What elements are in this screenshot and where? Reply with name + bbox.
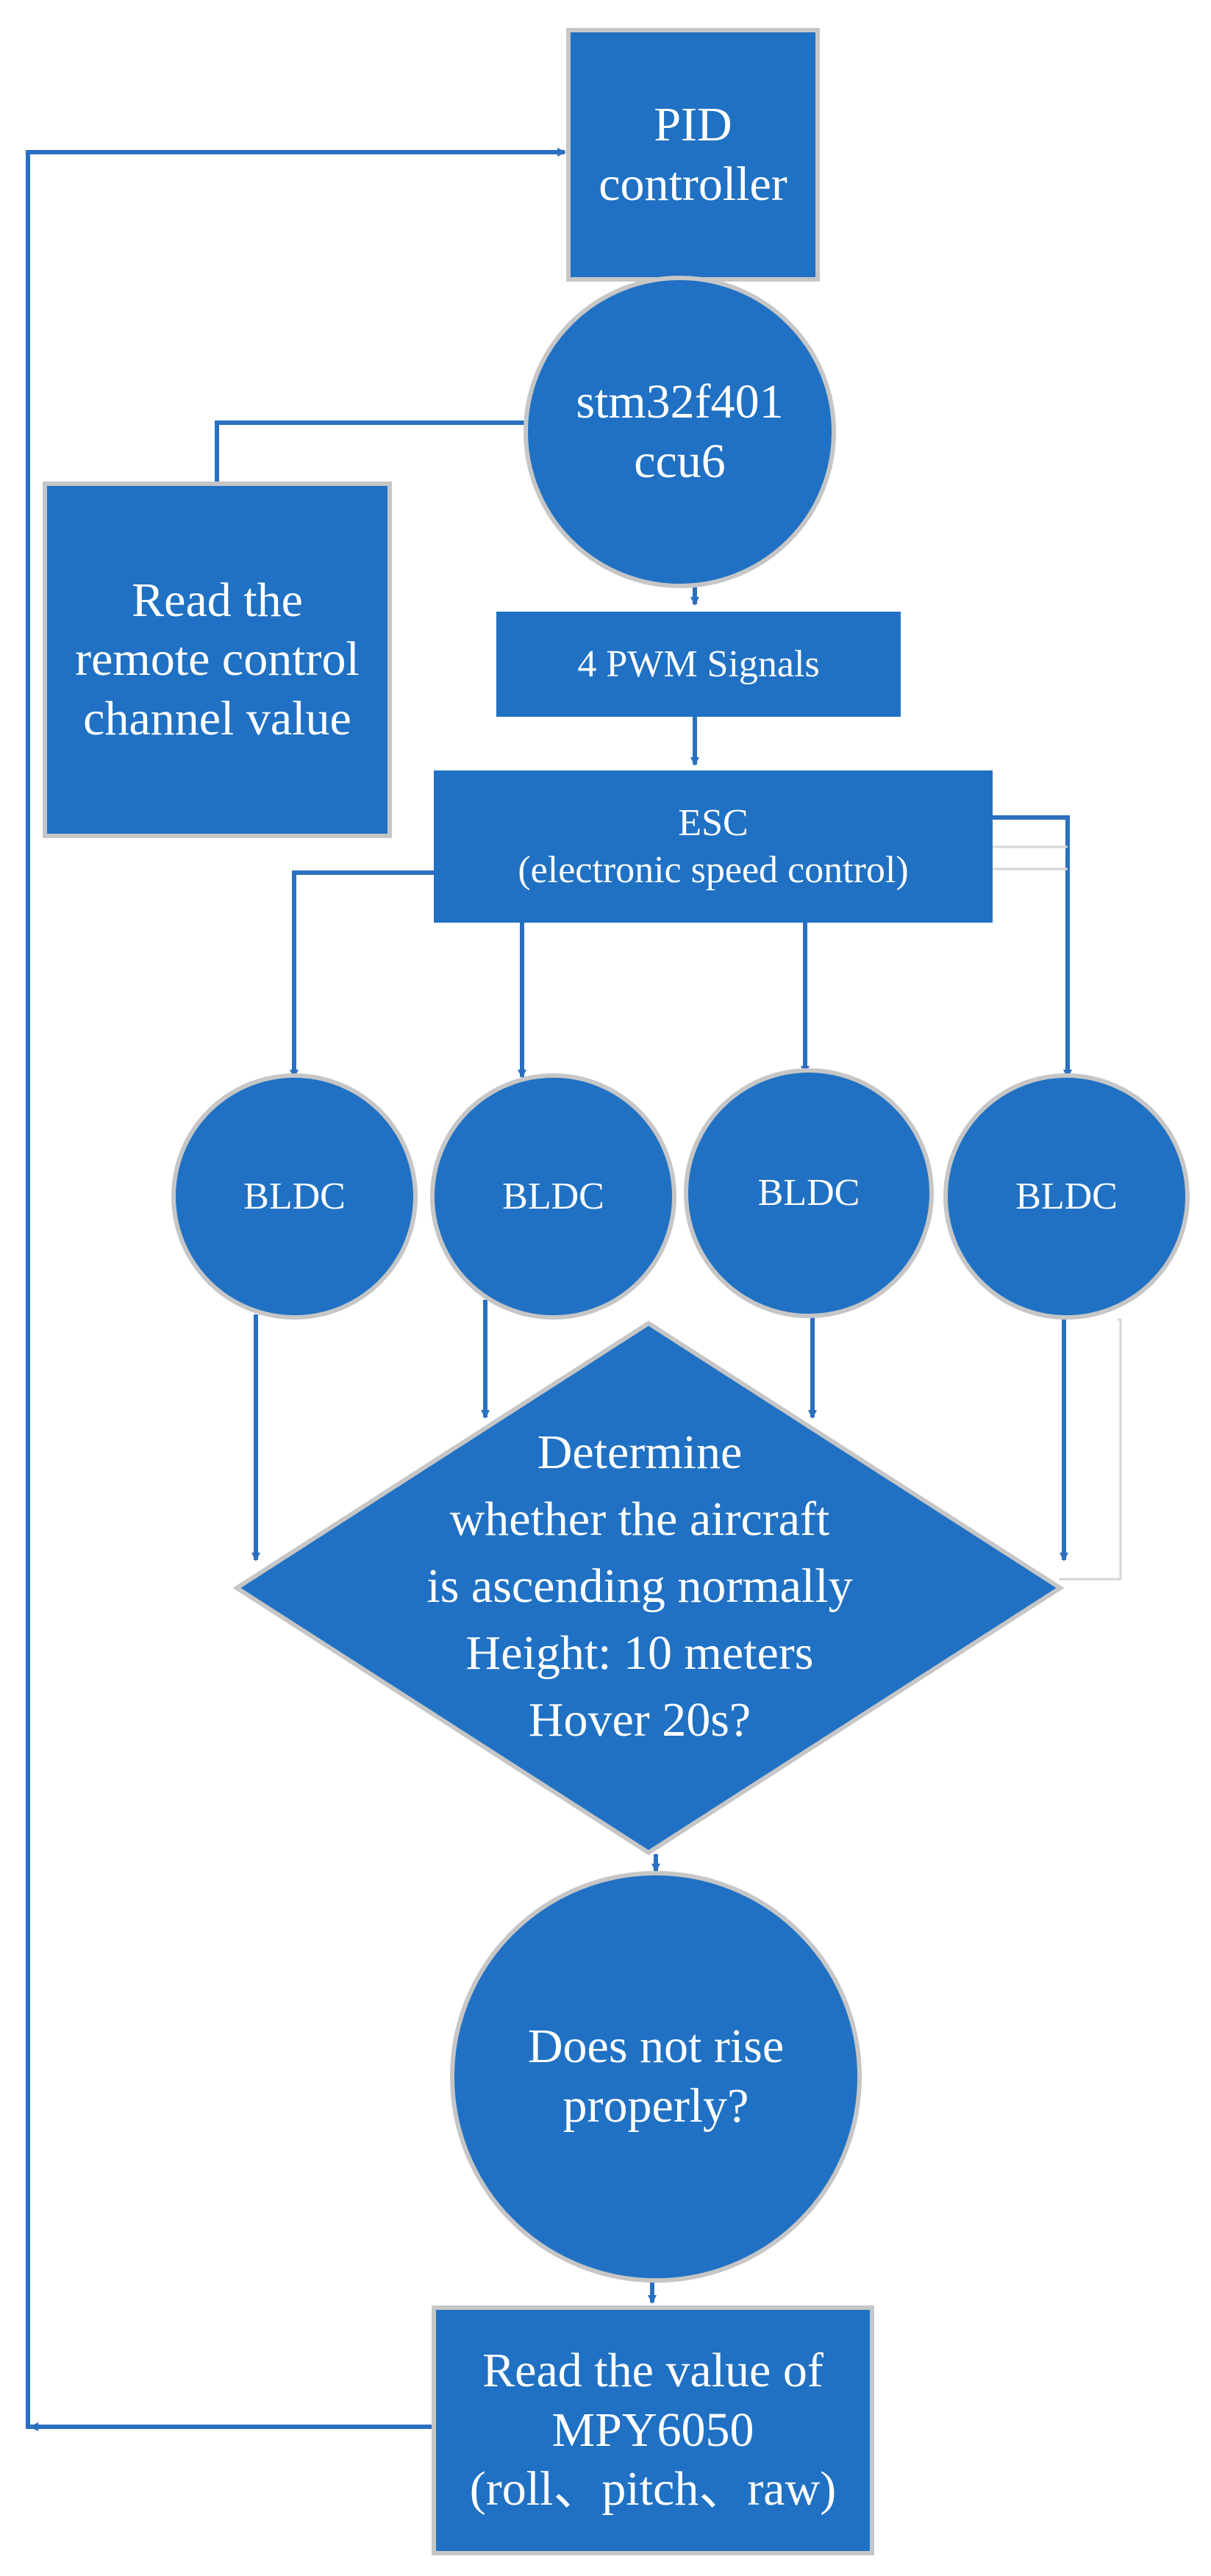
arrow-esc-to-bldc-4 — [993, 815, 1072, 1078]
bldc-motor-3: BLDC — [684, 1068, 934, 1318]
esc-label: ESC (electronic speed control) — [518, 802, 909, 891]
esc-outline-trail — [993, 845, 1068, 870]
decision-label: Determine whether the aircraft is ascend… — [382, 1419, 897, 1753]
pid-controller-box: PID controller — [566, 28, 820, 282]
remote-control-label: Read the remote control channel value — [75, 573, 360, 745]
esc-box: ESC (electronic speed control) — [434, 770, 993, 923]
mcu-circle: stm32f401 ccu6 — [524, 276, 836, 588]
bldc-motor-4: BLDC — [943, 1073, 1190, 1320]
remote-control-box: Read the remote control channel value — [43, 482, 392, 838]
rise-check-label: Does not rise properly? — [527, 2019, 785, 2133]
bldc-motor-3-label: BLDC — [757, 1172, 860, 1214]
bldc-motor-1: BLDC — [171, 1073, 418, 1320]
connector-remote-to-mcu — [215, 421, 526, 482]
bldc-motor-1-label: BLDC — [243, 1175, 346, 1217]
pid-controller-label: PID controller — [599, 97, 787, 211]
bldc-motor-2-label: BLDC — [502, 1175, 604, 1217]
mcu-label: stm32f401 ccu6 — [576, 374, 784, 488]
sensor-label: Read the value of MPY6050 (roll、pitch、ra… — [469, 2344, 837, 2516]
bldc-motor-2: BLDC — [430, 1073, 676, 1320]
bldc-4-outline-trail — [1059, 1318, 1122, 1581]
decision-diamond — [232, 1320, 1065, 1856]
decision-text: Determine whether the aircraft is ascend… — [426, 1425, 853, 1747]
rise-check-circle: Does not rise properly? — [450, 1871, 862, 2283]
pwm-signals-box: 4 PWM Signals — [496, 612, 901, 717]
pwm-signals-label: 4 PWM Signals — [577, 643, 820, 685]
bldc-motor-4-label: BLDC — [1015, 1175, 1118, 1217]
sensor-box: Read the value of MPY6050 (roll、pitch、ra… — [432, 2305, 874, 2555]
arrow-esc-to-bldc-1 — [290, 870, 434, 1078]
